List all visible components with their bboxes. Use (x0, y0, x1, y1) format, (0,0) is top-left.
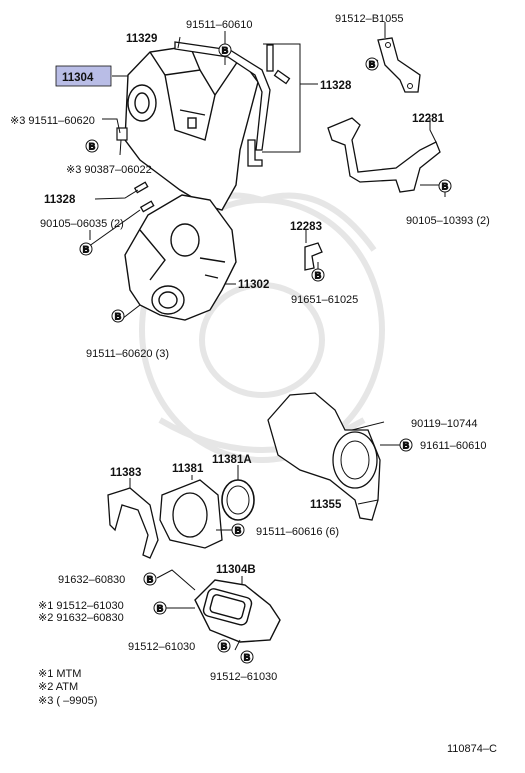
leader-lines (84, 22, 446, 663)
bracket-12281 (327, 117, 441, 193)
label-90387-06022: ※3 90387–06022 (66, 164, 152, 176)
b-badge: B (85, 139, 99, 153)
b-badges: B B B B B B B B B B B B B (79, 43, 452, 664)
label-91511-60610: 91511–60610 (186, 19, 252, 31)
label-90119-10744: 90119–10744 (411, 418, 477, 430)
svg-text:B: B (369, 60, 376, 70)
label-11381A: 11381A (212, 454, 252, 466)
lower-timing-cover-11302 (124, 194, 237, 321)
b-badge: B (218, 43, 232, 57)
b-badge: B (399, 438, 413, 452)
b-badge: B (365, 57, 379, 71)
note-atm: ※2 ATM (38, 681, 78, 693)
svg-text:B: B (235, 526, 242, 536)
b-badge: B (143, 572, 157, 586)
cover-gasket-11329 (174, 41, 271, 151)
svg-text:B: B (222, 46, 229, 56)
label-91651-61025: 91651–61025 (291, 294, 358, 306)
label-11304-highlight (55, 65, 112, 87)
label-11383: 11383 (110, 467, 141, 479)
label-91512-61030-m1: ※1 91512–61030 (38, 600, 124, 612)
label-91611-60610: 91611–60610 (420, 440, 486, 452)
label-11302: 11302 (238, 279, 269, 291)
label-91511-60620-3: 91511–60620 (3) (86, 348, 169, 360)
svg-text:B: B (89, 142, 96, 152)
label-11328-top: 11328 (320, 80, 352, 92)
label-91512-B1055: 91512–B1055 (335, 13, 404, 25)
svg-text:B: B (221, 642, 228, 652)
b-badge: B (311, 268, 325, 282)
svg-text:B: B (147, 575, 154, 585)
b-badge: B (153, 601, 167, 615)
label-91512-61030-b: 91512–61030 (210, 671, 277, 683)
b-badge: B (438, 179, 452, 193)
bushing-90387-06022 (116, 127, 128, 141)
label-11329: 11329 (126, 33, 157, 45)
note-mtm: ※1 MTM (38, 668, 81, 680)
svg-text:B: B (315, 271, 322, 281)
label-91512-61030-a: 91512–61030 (128, 641, 195, 653)
b-badge: B (79, 242, 93, 256)
b-badge: B (240, 650, 254, 664)
note-range: ※3 ( –9905) (38, 695, 97, 707)
label-91632-60830: 91632–60830 (58, 574, 125, 586)
label-12283: 12283 (290, 221, 322, 233)
label-11328-left: 11328 (44, 194, 76, 206)
svg-text:B: B (83, 245, 90, 255)
svg-text:B: B (244, 653, 251, 663)
rear-plate-opening (332, 431, 378, 489)
pins-11328-top (247, 44, 291, 167)
label-90105-10393: 90105–10393 (2) (406, 215, 490, 227)
seal-retainer-11381 (159, 479, 223, 549)
seal-plate-11383 (107, 487, 159, 559)
oil-seal-inner (226, 485, 250, 515)
label-91632-60830-m2: ※2 91632–60830 (38, 612, 124, 624)
label-11304B: 11304B (216, 564, 256, 576)
label-11355: 11355 (310, 499, 342, 511)
bolt-hole (407, 83, 413, 89)
clip-12283 (304, 242, 323, 271)
bolt-hole (385, 42, 391, 48)
label-91511-60620: ※3 91511–60620 (10, 115, 95, 127)
label-91511-60616: 91511–60616 (6) (256, 526, 339, 538)
svg-text:B: B (157, 604, 164, 614)
svg-text:B: B (442, 182, 449, 192)
diagram-id: 110874–C (447, 743, 497, 755)
cover-11304B (194, 579, 281, 643)
b-badge: B (231, 523, 245, 537)
label-90105-06035: 90105–06035 (2) (40, 218, 124, 230)
svg-text:B: B (403, 441, 410, 451)
svg-text:B: B (115, 312, 122, 322)
label-12281: 12281 (412, 113, 445, 125)
b-badge: B (111, 309, 125, 323)
b-badge: B (217, 639, 231, 653)
pins-11328-left (133, 181, 155, 213)
seal-retainer-bore (172, 492, 208, 538)
rear-plate-opening-inner (340, 440, 370, 480)
label-11304: 11304 (62, 72, 94, 84)
label-11381: 11381 (172, 463, 204, 475)
upper-timing-cover-11304 (124, 45, 259, 211)
bracket-91512-B1055 (377, 37, 421, 93)
